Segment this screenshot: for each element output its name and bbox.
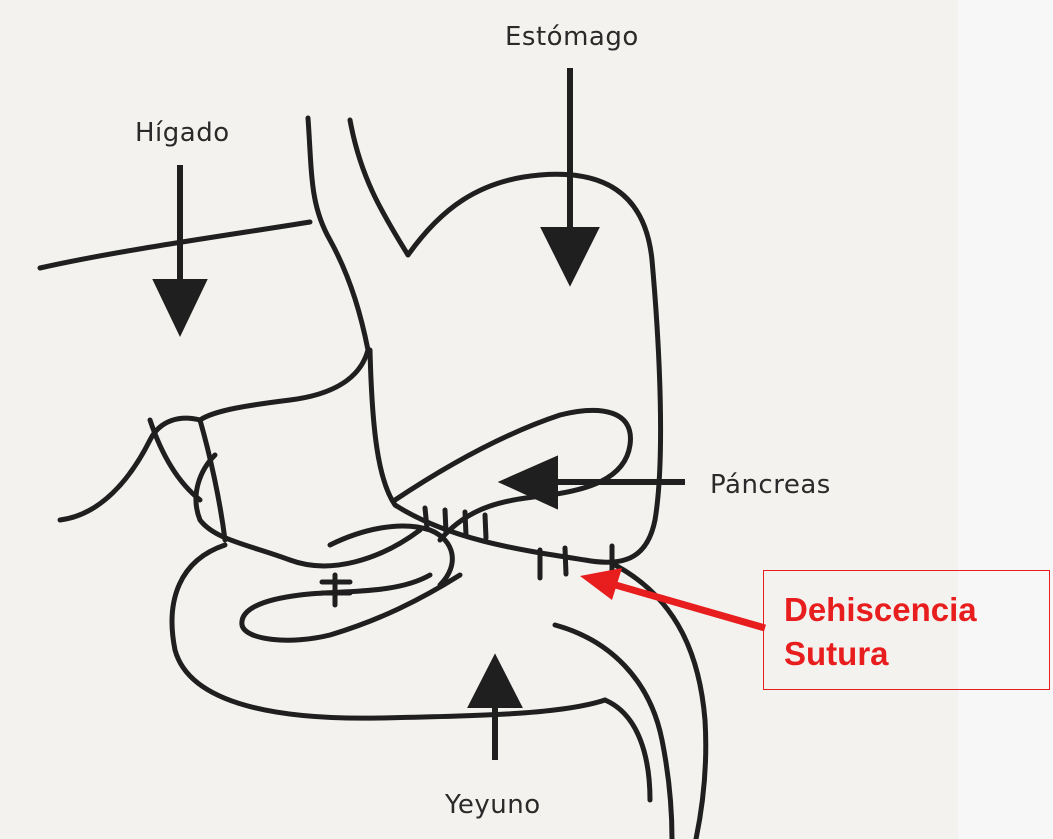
label-higado: Hígado (135, 118, 230, 148)
pancreas-outline (395, 410, 630, 540)
stomach-outline (370, 174, 661, 562)
suture-mark (425, 508, 427, 528)
suture-mark (465, 512, 466, 535)
loop-end (605, 700, 650, 800)
bile-loop-2 (60, 418, 200, 520)
liver-edge (40, 222, 310, 268)
duodenum-lower (196, 455, 420, 566)
arrow-estomago-head (545, 230, 595, 280)
suture-mark (485, 515, 486, 538)
arrow-yeyuno-head (472, 660, 518, 705)
arrow-higado-head (157, 282, 203, 330)
suture-mark (445, 510, 446, 532)
duodenum-curve (200, 350, 368, 420)
callout-box: Dehiscencia Sutura (763, 570, 1050, 690)
label-estomago: Estómago (505, 22, 639, 52)
esophagus-right (350, 120, 540, 255)
callout-line-1: Dehiscencia (784, 591, 977, 629)
suture-mark (565, 548, 566, 574)
label-yeyuno: Yeyuno (445, 790, 541, 820)
label-pancreas: Páncreas (710, 470, 831, 500)
callout-line-2: Sutura (784, 635, 889, 673)
anastomosis (330, 526, 452, 585)
jejunum-loop-inner (242, 575, 460, 640)
afferent-limb (555, 625, 672, 839)
